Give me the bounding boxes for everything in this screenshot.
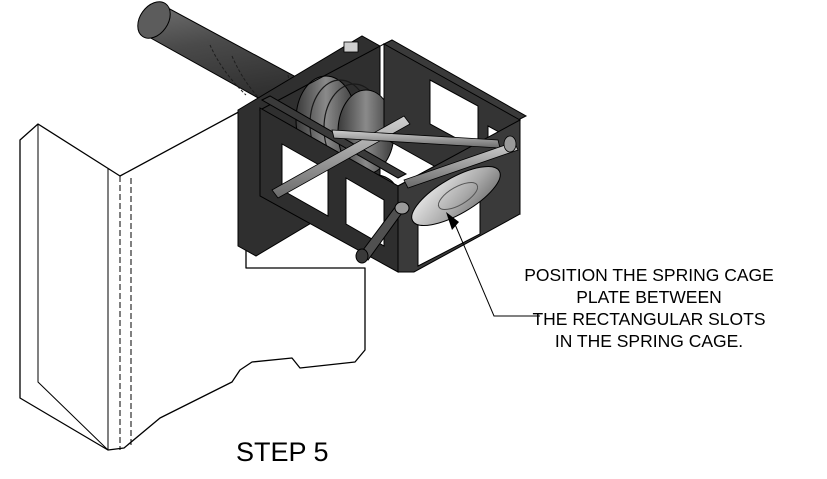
release-lever xyxy=(355,201,410,264)
tie-rods xyxy=(271,115,519,199)
callout-leader xyxy=(446,212,540,317)
callout-line-1: POSITION THE SPRING CAGE xyxy=(524,265,774,285)
callout-line-3: THE RECTANGULAR SLOTS xyxy=(532,309,766,329)
callout-note: POSITION THE SPRING CAGE PLATE BETWEEN T… xyxy=(488,264,810,352)
step-title: STEP 5 xyxy=(236,437,329,467)
callout-line-4: IN THE SPRING CAGE. xyxy=(554,331,744,351)
spring-cage-plate xyxy=(411,166,501,226)
callout-line-2: PLATE BETWEEN xyxy=(576,287,722,307)
